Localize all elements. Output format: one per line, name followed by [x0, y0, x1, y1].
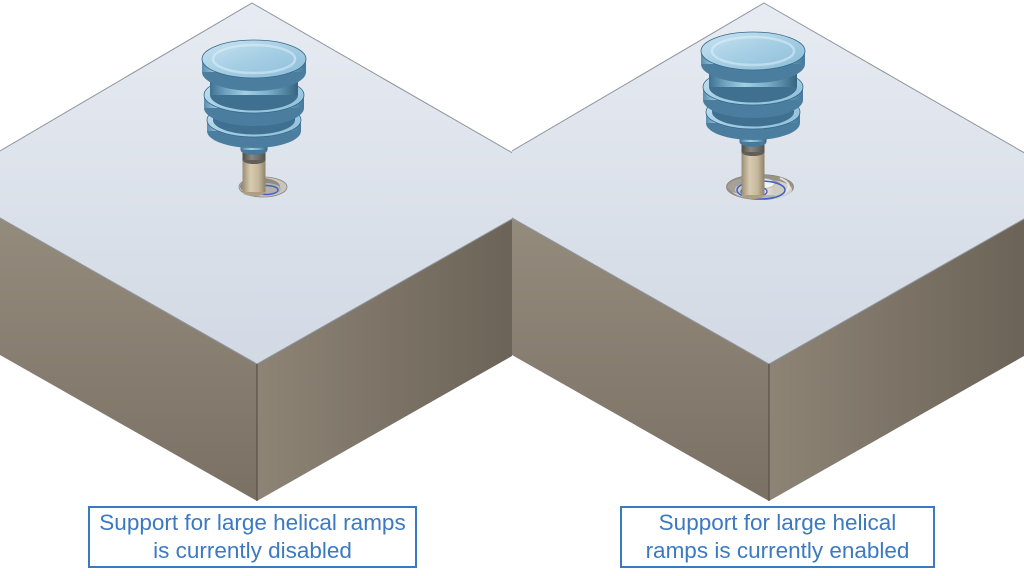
block-face-southeast [257, 218, 512, 501]
caption-text-enabled: Support for large helical ramps is curre… [645, 510, 910, 563]
tool-shank-extension [741, 184, 765, 195]
caption-text-disabled: Support for large helical ramps is curre… [99, 510, 406, 563]
caption-box-enabled: Support for large helical ramps is curre… [620, 506, 935, 568]
caption-box-disabled: Support for large helical ramps is curre… [88, 506, 417, 568]
scene-disabled [0, 2, 512, 501]
block-face-southwest [0, 217, 257, 501]
scene-enabled [512, 2, 1024, 501]
rim-highlight [779, 177, 790, 194]
block-face-southeast [769, 218, 1024, 501]
block-face-southwest [512, 217, 769, 501]
